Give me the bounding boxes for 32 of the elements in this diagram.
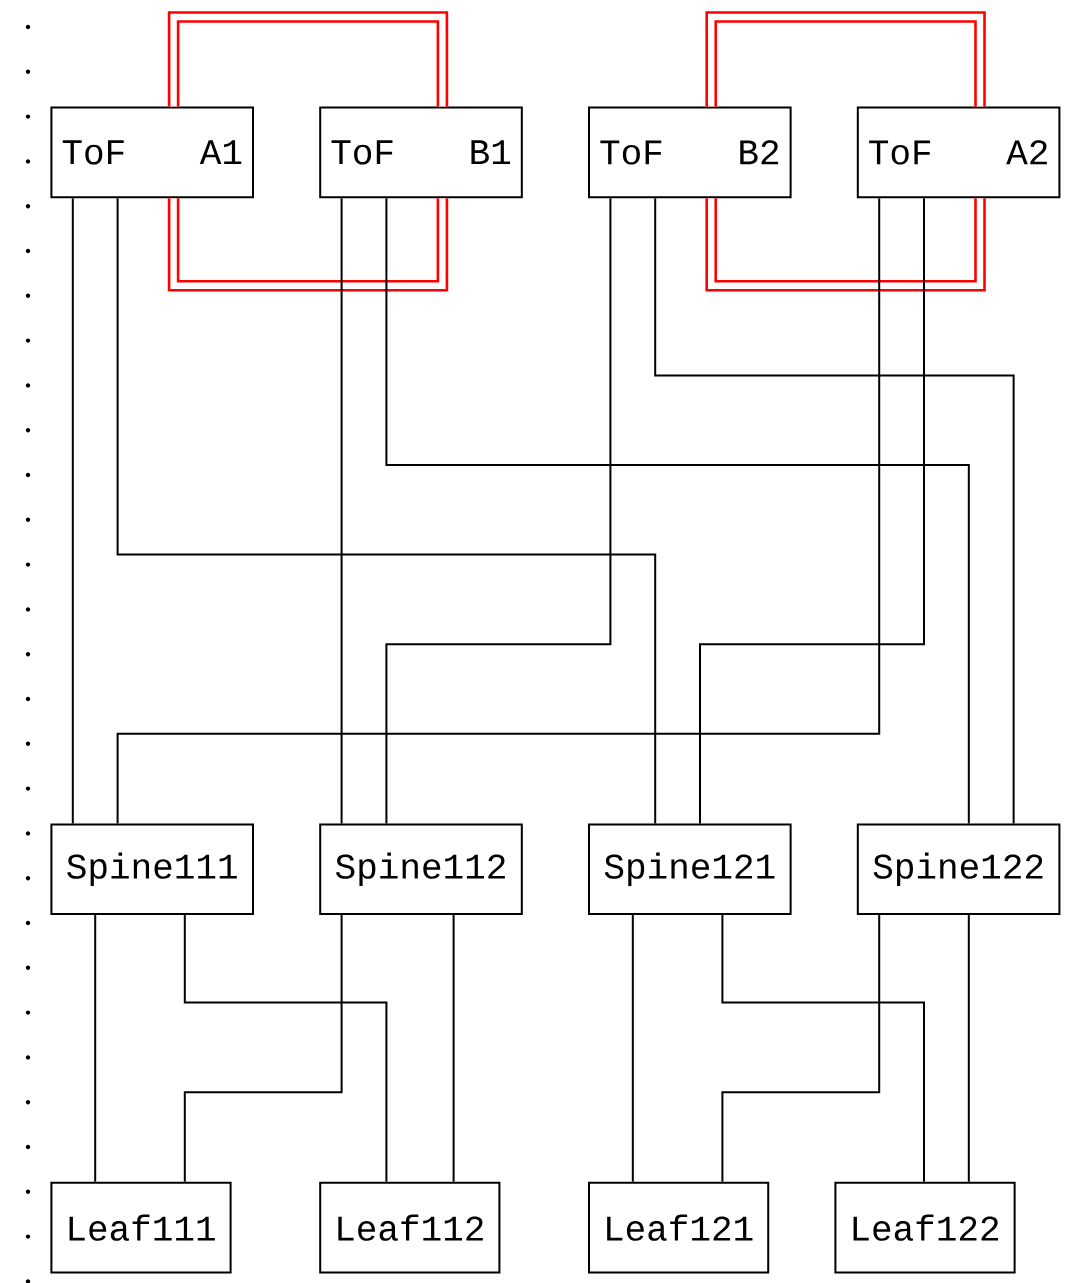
link-line — [71, 197, 74, 825]
switch-box: ToF A1 — [50, 106, 254, 199]
double-link-line — [167, 198, 449, 292]
switch-box: ToF A2 — [856, 106, 1061, 199]
link-line — [654, 197, 1015, 825]
link-line — [699, 197, 925, 825]
link-line — [116, 197, 657, 825]
link-line — [721, 914, 925, 1183]
link-line — [183, 914, 388, 1183]
switch-box: Leaf122 — [834, 1181, 1016, 1274]
double-link-line — [167, 11, 449, 107]
double-link-line — [705, 11, 986, 107]
link-line — [385, 197, 970, 825]
link-line — [385, 197, 612, 825]
link-line — [94, 914, 97, 1183]
switch-box: Spine112 — [319, 823, 523, 915]
switch-box: Spine122 — [856, 823, 1061, 915]
link-line — [631, 914, 634, 1183]
switch-box: ToF B2 — [588, 106, 792, 199]
switch-box: Leaf111 — [50, 1181, 232, 1274]
link-line — [183, 914, 343, 1183]
switch-box: Leaf121 — [588, 1181, 770, 1274]
link-line — [721, 914, 881, 1183]
link-line — [116, 197, 881, 825]
switch-box: Spine111 — [50, 823, 254, 915]
link-line — [340, 197, 343, 825]
link-line — [452, 914, 455, 1183]
link-line — [967, 914, 970, 1183]
double-link-line — [705, 198, 986, 292]
switch-box: Spine121 — [588, 823, 792, 915]
switch-box: Leaf112 — [319, 1181, 501, 1274]
switch-box: ToF B1 — [319, 106, 523, 199]
